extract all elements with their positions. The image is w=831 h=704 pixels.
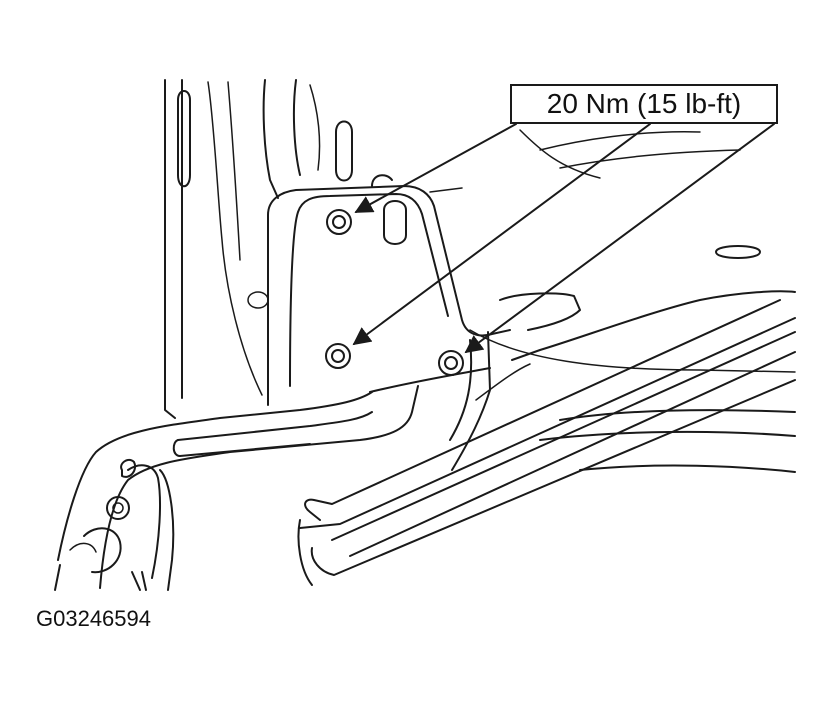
leader-arrow-upper [354, 123, 517, 213]
diagonal-channel [297, 299, 796, 586]
vertical-pillar [164, 79, 269, 419]
mounting-bracket [267, 174, 511, 406]
right-frame [369, 129, 796, 473]
leader-arrows [352, 123, 775, 354]
upper-pillar [262, 79, 353, 199]
leader-arrow-lower-left [352, 123, 651, 346]
lower-right-bolt [438, 350, 464, 376]
leader-arrow-lower-right [464, 123, 775, 354]
lower-rail [54, 385, 419, 591]
lower-left-bolt [325, 343, 351, 369]
torque-callout: 20 Nm (15 lb-ft) [510, 84, 778, 124]
upper-bolt [326, 209, 352, 235]
torque-label: 20 Nm (15 lb-ft) [546, 88, 742, 119]
figure-id: G03246594 [36, 606, 151, 631]
lower-left-fasteners [69, 496, 130, 574]
